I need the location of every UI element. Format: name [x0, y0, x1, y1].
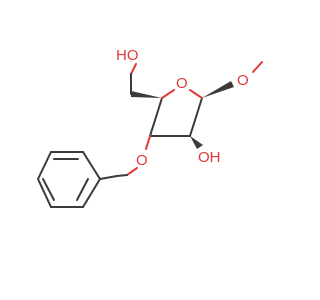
bond-c4-c3 [149, 97, 163, 137]
bond-c3-obenzyl [145, 135, 151, 150]
phenyl-double-bond-2 [42, 178, 55, 201]
bond-ch2-phenyl [116, 174, 128, 177]
bond-c2-c1 [189, 97, 203, 137]
phenyl-double-bond-1 [76, 178, 89, 201]
phenyl-ring [36, 151, 102, 208]
atom-label-oh-ring: OH [198, 149, 221, 166]
wedge-c1-omethoxy [202, 81, 234, 98]
wedge-c2-oh [190, 136, 203, 149]
bond-c4-oring [161, 89, 175, 99]
bond-c1-oring [189, 89, 203, 99]
molecule-structure: HO O O OH O [36, 47, 263, 208]
atom-label-o-ring: O [176, 75, 188, 92]
atom-label-o-benzyl: O [136, 152, 148, 169]
bond-omethoxy-ch3 [252, 61, 263, 73]
bond-ho-ch2 [130, 63, 137, 75]
bond-obenzyl-ch2 [126, 167, 138, 176]
wedge-c4-ch2 [131, 91, 162, 98]
atom-label-o-methoxy: O [237, 72, 249, 89]
bond-benzyl-ring [99, 175, 118, 180]
atom-label-ho-top: HO [116, 47, 139, 64]
